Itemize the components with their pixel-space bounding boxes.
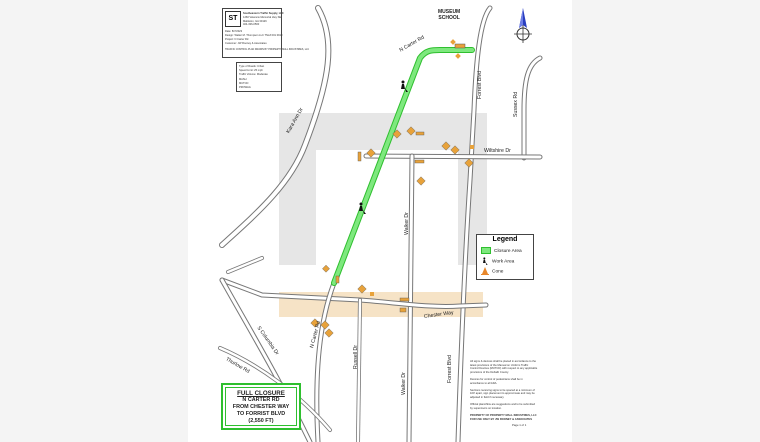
closure-area xyxy=(332,48,474,285)
info-line: MASH xyxy=(239,78,247,81)
sign-icon xyxy=(370,292,374,296)
warning-sign-icon xyxy=(455,53,461,59)
legend: Legend Closure Area Work Area Cone xyxy=(476,234,534,280)
worker-icon xyxy=(401,80,408,92)
work-area-markers xyxy=(359,80,408,214)
closure-line: FROM CHESTER WAY xyxy=(232,404,290,410)
warning-sign-icon xyxy=(392,129,402,139)
info-line: Type of Roads: Urban xyxy=(239,65,265,68)
road-info-block: Type of Roads: Urban Speed Limit: 25 mph… xyxy=(236,62,282,92)
date-label: Date: 8/7/2023 xyxy=(225,30,243,33)
road-russell-inner xyxy=(356,298,362,442)
warning-sign-icon xyxy=(357,284,367,294)
barricade-icon xyxy=(454,43,466,49)
barricade-icon xyxy=(415,131,425,136)
warning-sign-icon xyxy=(406,126,416,136)
road-kara-ann-inner xyxy=(220,6,331,247)
worker-icon xyxy=(359,202,366,214)
address-line: Mableton, GA 30126 xyxy=(243,19,267,23)
traffic-signs xyxy=(310,39,474,338)
road-network xyxy=(218,5,543,442)
warning-sign-icon xyxy=(416,176,426,186)
legend-item-cone: Cone xyxy=(481,267,503,275)
legend-item-closure: Closure Area xyxy=(481,247,522,254)
worker-icon xyxy=(483,257,488,265)
title-block: ST Southeastern Traffic Supply, LLC 1260… xyxy=(222,8,309,58)
road-forrest-blvd-inner xyxy=(456,6,492,442)
street-label-forrest-top: Forrest Blvd xyxy=(477,71,483,99)
street-label-walker-mid: Walker Dr xyxy=(404,212,410,235)
info-line: Speed Limit: 25 mph xyxy=(239,69,263,72)
closure-summary-inner: FULL CLOSURE N CARTER RD FROM CHESTER WA… xyxy=(225,387,297,426)
plan-notes: All signs & devices shall be placed in a… xyxy=(470,360,538,421)
warning-sign-icon xyxy=(322,264,330,273)
road-sussex xyxy=(521,55,543,161)
warning-sign-icon xyxy=(450,145,460,155)
barricade-icon xyxy=(335,275,340,284)
legend-item-work-area: Work Area xyxy=(481,257,514,265)
closure-line-title: FULL CLOSURE xyxy=(237,390,285,397)
info-line: PROWAG xyxy=(239,86,251,89)
street-label-sussex: Sussex Rd xyxy=(513,91,519,117)
street-label-wiltshire: Wiltshire Dr xyxy=(484,148,511,154)
cone-icon xyxy=(481,267,489,275)
street-label-walker-bottom: Walker Dr xyxy=(401,372,407,395)
page-number: Page 1 of 1 xyxy=(512,423,527,427)
road-thurlow-inner xyxy=(218,346,332,432)
street-label-russell: Russell Dr xyxy=(353,345,359,369)
closure-line: N CARTER RD xyxy=(242,397,280,403)
road-walker-inner xyxy=(407,154,414,442)
sign-icon xyxy=(399,307,407,313)
customer-label: Customer: JW Rooney & Associates xyxy=(225,42,267,45)
address-line: 1260 Veterans Memorial Hwy SE xyxy=(243,16,282,19)
closure-swatch xyxy=(481,247,491,254)
designer-label: Design: Walter M. Thompson LLC TNL# 001 … xyxy=(225,34,283,37)
plan-note: TRAFFIC CONTROL PLAN DRAWN BY PROPERTY M… xyxy=(225,48,310,51)
legend-title: Legend xyxy=(492,236,518,243)
warning-sign-icon xyxy=(310,318,320,328)
warning-sign-icon xyxy=(324,328,334,338)
closure-line: (2,550 FT) xyxy=(248,418,274,424)
company-logo: ST xyxy=(225,11,241,27)
sign-icon xyxy=(470,145,474,149)
barricade-icon xyxy=(414,159,425,164)
closure-line: TO FORRIST BLVD xyxy=(236,411,286,417)
street-label-forrest-bottom: Forrest Blvd xyxy=(447,355,453,383)
barricade-icon xyxy=(357,151,362,162)
barricade-icon xyxy=(399,297,410,302)
info-line: MUTCD xyxy=(239,82,249,85)
road-wiltshire-inner xyxy=(364,154,542,159)
warning-sign-icon xyxy=(441,141,451,151)
company-name: Southeastern Traffic Supply, LLC xyxy=(243,12,284,15)
address-line: 404-336-0500 xyxy=(243,23,260,26)
info-line: Traffic Volume: Moderate xyxy=(239,73,268,76)
north-arrow-icon xyxy=(514,8,532,43)
road-spur-inner xyxy=(226,256,264,274)
warning-sign-icon xyxy=(366,148,376,158)
closure-summary-box: FULL CLOSURE N CARTER RD FROM CHESTER WA… xyxy=(221,383,301,430)
road-sussex-inner xyxy=(522,56,542,160)
project-label: Project: N Carter Rd xyxy=(225,38,249,41)
school-label: MUSEUM SCHOOL xyxy=(438,9,461,21)
warning-sign-icon xyxy=(320,320,330,330)
warning-sign-icon xyxy=(464,158,474,168)
